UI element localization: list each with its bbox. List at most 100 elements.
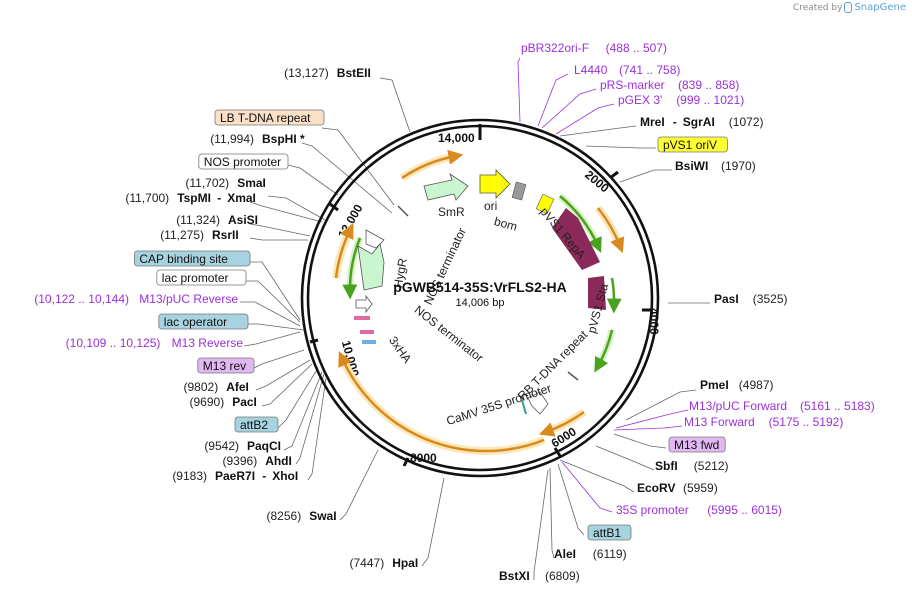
enzyme-name: PaeR7I	[215, 469, 255, 483]
right-label-pbr322ori-f: pBR322ori-F(488 .. 507)	[521, 41, 667, 55]
enzyme-name: BsiWI	[675, 159, 708, 173]
enzyme-position: (11,275)	[160, 228, 204, 242]
right-label-pvs1-oriv: pVS1 oriV	[657, 136, 728, 153]
enzyme-position: (11,324)	[176, 213, 220, 227]
enzyme-position: (1970)	[721, 159, 756, 173]
right-label-m13-puc-forward: M13/pUC Forward(5161 .. 5183)	[689, 399, 875, 413]
enzyme-name: PasI	[714, 292, 739, 306]
left-label-m13-rev: M13 rev	[197, 357, 255, 374]
primer-name: L4440	[574, 63, 608, 77]
hygr-arrow	[357, 243, 385, 291]
right-label-alei: AleI (6119)	[554, 547, 627, 561]
feature-label-text: lac operator	[164, 315, 227, 329]
left-leader-lines	[240, 77, 445, 567]
enzyme-name: SwaI	[309, 509, 336, 523]
left-label-tspmi: (11,700)TspMI-XmaI	[125, 191, 256, 205]
promoter-arcs	[342, 193, 622, 373]
feature-label-box	[214, 109, 325, 126]
primer-name: M13/pUC Reverse	[139, 292, 238, 306]
enzyme-name: AleI	[554, 547, 576, 561]
enzyme-name: MreI	[640, 115, 665, 129]
primer-position: (741 .. 758)	[619, 63, 680, 77]
primer-position: (10,122 .. 10,144)	[34, 292, 129, 306]
plasmid-size: 14,006 bp	[456, 297, 505, 309]
sta-arrow	[588, 276, 606, 310]
left-label-asisi: (11,324) AsiSI	[176, 213, 258, 227]
primer-position: (10,109 .. 10,125)	[66, 336, 161, 350]
bom-box	[511, 181, 527, 201]
enzyme-name: AsiSI	[228, 213, 258, 227]
feature-label-box	[668, 436, 726, 453]
nos-terminator-right	[355, 294, 373, 314]
left-label-lac-operator: lac operator	[158, 313, 249, 330]
left-label-cap-binding-site: CAP binding site	[133, 250, 251, 267]
enzyme-position: (9690)	[190, 395, 225, 409]
left-label-paqci: (9542)PaqCI	[204, 439, 281, 453]
left-label-attb2: attB2	[234, 416, 279, 433]
feature-label-box	[156, 269, 247, 286]
snapgene-icon	[844, 2, 853, 13]
enzyme-name: SbfI	[655, 459, 678, 473]
enzyme-dash: -	[262, 469, 266, 483]
right-label-mrei: MreI-SgrAI(1072)	[640, 115, 763, 129]
enzyme-name: SmaI	[237, 176, 266, 190]
feature-label-text: CAP binding site	[139, 252, 228, 266]
credit-brand: SnapGene	[854, 2, 906, 13]
right-label-pgex-3-: pGEX 3'(999 .. 1021)	[618, 93, 744, 107]
rb-marker	[521, 399, 527, 415]
left-label-rsrii: (11,275)RsrII	[160, 228, 239, 242]
feature-label-text: M13 rev	[203, 359, 246, 373]
enzyme-position: (11,700)	[125, 191, 169, 205]
feature-ori: ori	[484, 199, 497, 213]
ha-tag-2	[360, 330, 374, 334]
feature-label-box	[657, 136, 728, 153]
feature-smr: SmR	[438, 205, 465, 219]
enzyme-name: BspHI	[262, 132, 297, 146]
left-label-hpai: (7447)HpaI	[350, 556, 419, 570]
primer-position: (5995 .. 6015)	[707, 503, 782, 517]
enzyme-position: (6119)	[593, 547, 627, 561]
enzyme-position: (5212)	[694, 459, 729, 473]
enzyme-position: (5959)	[683, 481, 718, 495]
enzyme-position: (4987)	[739, 378, 774, 392]
feature-label-box	[158, 313, 249, 330]
plasmid-name: pGWB514-35S:VrFLS2-HA	[393, 279, 566, 295]
tick-2000: 2000	[582, 168, 612, 196]
feature-label-box	[198, 153, 289, 170]
feature-shapes	[354, 169, 606, 415]
primer-position: (5175 .. 5192)	[769, 415, 844, 429]
enzyme-position: (7447)	[350, 556, 385, 570]
right-site-labels: pBR322ori-F(488 .. 507) L4440 (741 .. 758)…	[499, 41, 875, 583]
primer-name: 35S promoter	[616, 503, 689, 517]
right-label-pasi: PasI(3525)	[714, 292, 787, 306]
right-label-m13-fwd: M13 fwd	[668, 436, 726, 453]
enzyme-name-2: SgrAI	[683, 115, 715, 129]
feature-label-text: lac promoter	[162, 271, 229, 285]
right-label-35s-promoter: 35S promoter (5995 .. 6015)	[616, 503, 782, 517]
feature-label-text: attB2	[240, 418, 268, 432]
primer-name: M13/pUC Forward	[689, 399, 787, 413]
left-label-m13-puc-reverse: M13/pUC Reverse (10,122 .. 10,144)	[34, 292, 238, 306]
enzyme-name: EcoRV	[637, 481, 675, 495]
credit[interactable]: Created by SnapGene	[793, 2, 906, 13]
left-label-lb-t-dna-repeat: LB T-DNA repeat	[214, 109, 325, 126]
primer-name: M13 Forward	[684, 415, 755, 429]
pvs1-oriv-box	[535, 193, 555, 215]
right-label-pmei: PmeI(4987)	[700, 378, 773, 392]
smr-arrow	[423, 173, 469, 201]
ori-arrow	[479, 169, 511, 199]
right-label-l4440: L4440 (741 .. 758)	[574, 63, 680, 77]
enzyme-name: AhdI	[265, 454, 292, 468]
right-label-bstxi: BstXI(6809)	[499, 569, 580, 583]
feature-bom: bom	[493, 214, 519, 234]
repa-arrow	[552, 208, 600, 270]
left-label-smai: (11,702)SmaI	[185, 176, 266, 190]
primer-name: pGEX 3'	[618, 93, 662, 107]
feature-nos-terminator-bottom: NOS terminator	[412, 303, 486, 365]
enzyme-position: (6809)	[545, 569, 580, 583]
left-label-lac-promoter: lac promoter	[156, 269, 247, 286]
enzyme-position: (9802)	[184, 380, 219, 394]
enzyme-name-2: XmaI	[227, 191, 256, 205]
enzyme-name-2: XhoI	[272, 469, 298, 483]
